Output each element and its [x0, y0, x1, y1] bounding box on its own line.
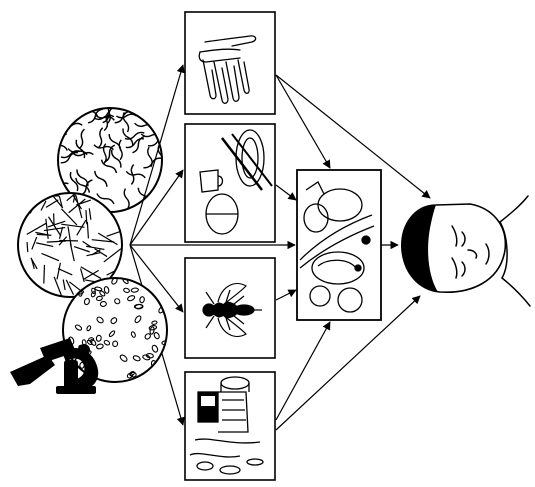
arrow-dishes-to-food — [276, 185, 296, 200]
bacillus-mark — [44, 265, 45, 284]
spirillum-mark — [57, 108, 76, 113]
spirillum-mark — [126, 139, 144, 148]
microscope-icon — [10, 338, 98, 394]
arrow-fly-to-food — [276, 290, 296, 300]
spirillum-mark — [119, 140, 122, 160]
spirillum-mark — [99, 128, 103, 148]
coccus-mark — [142, 378, 147, 384]
panel-fly — [185, 258, 275, 358]
panel-hand — [185, 12, 275, 114]
panel-dishes — [185, 124, 275, 242]
person-head-icon — [402, 196, 530, 306]
panel-food — [297, 170, 381, 320]
bacillus-mark — [27, 242, 28, 252]
bacillus-mark — [26, 195, 31, 210]
bacillus-mark — [17, 291, 35, 297]
arrow-microbes-to-hand — [130, 65, 183, 245]
coccus-mark — [160, 275, 167, 282]
coccus-mark — [162, 276, 168, 281]
spirillum-mark — [62, 106, 70, 124]
coccus-mark — [154, 287, 162, 293]
spirillum-mark — [80, 180, 93, 196]
panel-water-well — [185, 372, 275, 480]
spirillum-mark — [141, 134, 161, 137]
coccus-mark — [165, 277, 169, 283]
spirillum-mark — [126, 171, 145, 178]
spirillum-mark — [102, 160, 117, 173]
spirillum-mark — [124, 189, 129, 209]
spirillum-mark — [116, 114, 136, 118]
arrows-group — [130, 65, 430, 430]
spirillum-mark — [95, 171, 107, 187]
bacillus-mark — [7, 280, 29, 281]
spirillum-mark — [112, 150, 121, 168]
bacillus-mark — [20, 191, 21, 207]
arrow-hand-to-food — [276, 75, 330, 168]
spirillum-mark — [79, 129, 84, 148]
